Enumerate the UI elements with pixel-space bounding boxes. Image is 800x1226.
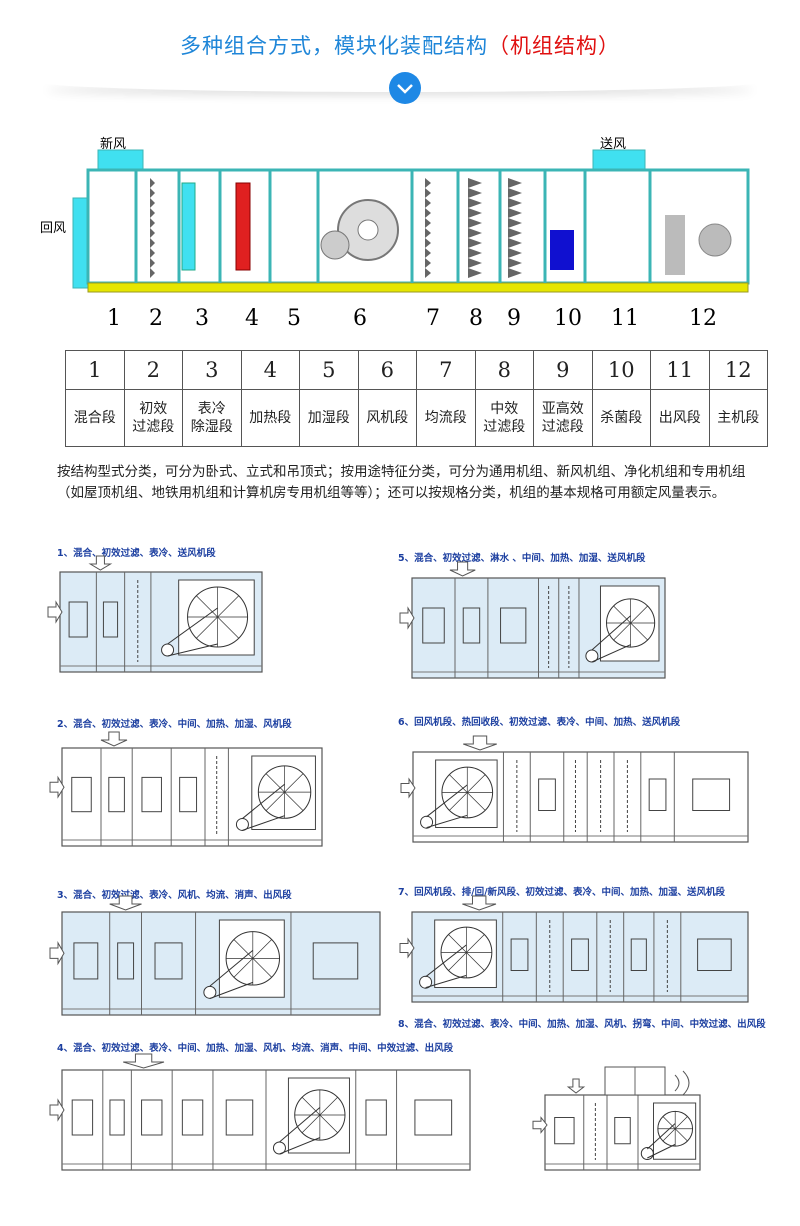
segment-number: 6 [357, 350, 417, 390]
segment-number: 1 [65, 350, 125, 390]
section-number: 9 [507, 306, 521, 331]
segment-name: 风机段 [357, 389, 417, 447]
segment-name: 加湿段 [299, 389, 359, 447]
supply-air-label: 送风 [600, 137, 626, 152]
segment-name: 表冷 除湿段 [182, 389, 242, 447]
description-text: 按结构型式分类，可分为卧式、立式和吊顶式；按用途特征分类，可分为通用机组、新风机… [57, 464, 746, 501]
segment-name: 初效 过滤段 [123, 389, 183, 447]
segment-number: 3 [182, 350, 242, 390]
section-number: 10 [554, 306, 582, 331]
segment-name: 混合段 [65, 389, 125, 447]
segment-number: 7 [416, 350, 476, 390]
section-number: 7 [426, 306, 440, 331]
segment-name: 均流段 [416, 389, 476, 447]
chevron-down-icon[interactable] [389, 72, 421, 104]
segment-name: 主机段 [708, 389, 768, 447]
configuration-diagram [47, 555, 263, 673]
section-number: 5 [287, 306, 301, 331]
section-number: 1 [107, 306, 121, 331]
configuration-diagram [400, 735, 749, 843]
configuration-caption: 5、混合、初效过滤、淋水 、中间、加热、加湿、送风机段 [398, 553, 646, 564]
section-number: 12 [689, 306, 717, 331]
segment-number: 10 [591, 350, 651, 390]
section-number: 3 [195, 306, 209, 331]
section-number: 4 [245, 306, 259, 331]
section-number: 6 [353, 306, 367, 331]
configuration-caption: 8、混合、初效过滤、表冷、中间、加热、加湿、风机、拐弯、中间、中效过滤、出风段 [398, 1019, 766, 1030]
return-air-label: 回风 [40, 221, 66, 236]
fresh-air-label: 新风 [100, 136, 126, 152]
segment-name: 中效 过滤段 [474, 389, 534, 447]
segment-number: 11 [650, 350, 710, 390]
title-accent: （机组结构） [488, 34, 620, 58]
segment-name: 杀菌段 [591, 389, 651, 447]
segment-number: 2 [123, 350, 183, 390]
page-title: 多种组合方式，模块化装配结构（机组结构） [0, 30, 800, 60]
configuration-caption: 2、混合、初效过滤、表冷、中间、加热、加湿、风机段 [57, 719, 292, 730]
vertical-section-diagram [604, 1066, 690, 1096]
configuration-caption: 7、回风机段、排/回/新风段、初效过滤、表冷、中间、加热、加湿、送风机段 [398, 887, 726, 898]
configuration-caption: 6、回风机段、热回收段、初效过滤、表冷、中间、加热、送风机段 [398, 717, 681, 728]
configuration-diagram [49, 731, 323, 847]
segment-name: 加热段 [240, 389, 300, 447]
configuration-diagram [399, 561, 666, 679]
configuration-diagram [532, 1078, 701, 1171]
segment-number: 4 [240, 350, 300, 390]
segment-number: 12 [708, 350, 768, 390]
configuration-caption: 3、混合、初效过滤、表冷、风机、均流、消声、出风段 [57, 890, 292, 901]
configuration-caption: 4、混合、初效过滤、表冷、中间、加热、加湿、风机、均流、消声、中间、中效过滤、出… [57, 1043, 454, 1054]
segment-number: 9 [533, 350, 593, 390]
segment-number: 5 [299, 350, 359, 390]
supply-air-outlet [592, 149, 646, 171]
configuration-diagram [49, 1053, 471, 1171]
fresh-air-inlet [97, 149, 144, 171]
segment-number: 8 [474, 350, 534, 390]
configuration-caption: 1、混合、初效过滤、表冷、送风机段 [57, 548, 216, 559]
configuration-diagram [49, 895, 381, 1016]
segment-name: 亚高效 过滤段 [533, 389, 593, 447]
configuration-diagram [399, 895, 749, 1003]
section-number: 11 [611, 306, 639, 331]
section-number: 8 [469, 306, 483, 331]
segment-name: 出风段 [650, 389, 710, 447]
section-number: 2 [149, 306, 163, 331]
title-main: 多种组合方式，模块化装配结构 [180, 34, 488, 58]
